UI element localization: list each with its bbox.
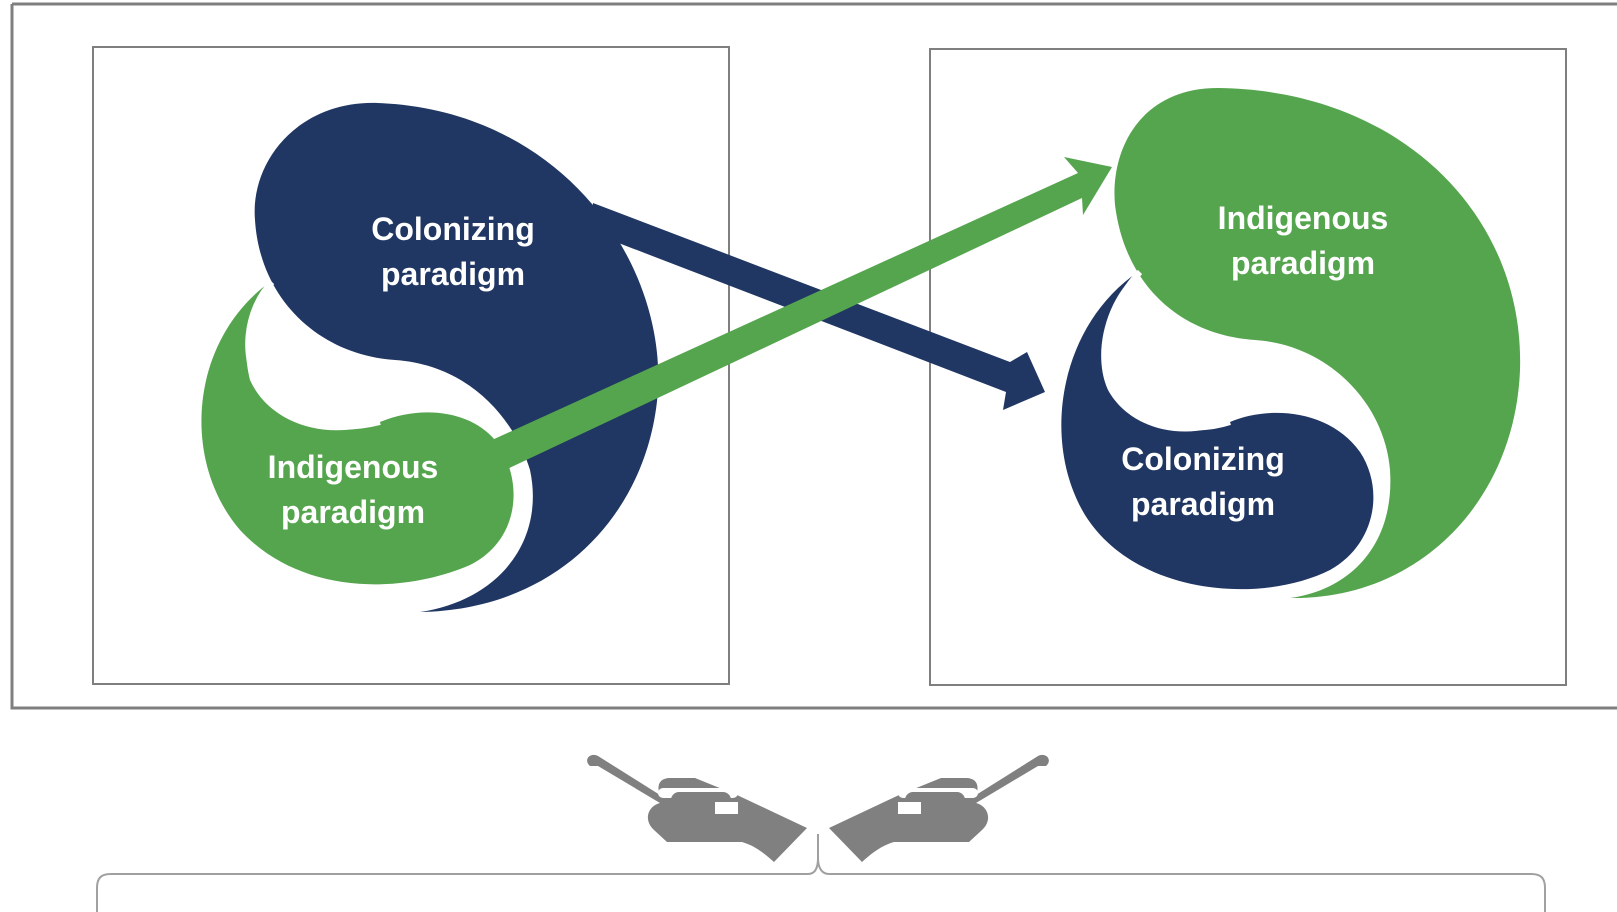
right-indigenous-shape <box>1114 88 1521 599</box>
outer-frame <box>10 2 1617 710</box>
left-bottom-label-line2: paradigm <box>281 494 425 530</box>
right-top-label-line2: paradigm <box>1231 245 1375 281</box>
right-panel: Indigenous paradigm Colonizing paradigm <box>1061 88 1521 599</box>
left-divider <box>245 279 381 430</box>
left-panel-box <box>92 46 730 685</box>
right-top-label-line1: Indigenous <box>1218 200 1389 236</box>
left-indigenous-shape <box>201 282 514 585</box>
left-colonizing-shape <box>254 102 659 612</box>
left-bottom-label-line1: Indigenous <box>268 449 439 485</box>
hands-icon <box>587 754 1049 862</box>
right-bottom-label-line1: Colonizing <box>1121 441 1285 477</box>
left-panel: Colonizing paradigm Indigenous paradigm <box>201 102 659 612</box>
brace-icon <box>96 834 1546 912</box>
green-arrow <box>492 157 1112 470</box>
left-top-label-line2: paradigm <box>381 256 525 292</box>
right-colonizing-shape <box>1061 272 1374 590</box>
right-panel-box <box>929 48 1567 686</box>
right-divider <box>1105 269 1231 431</box>
left-top-label-line1: Colonizing <box>371 211 535 247</box>
right-bottom-label-line2: paradigm <box>1131 486 1275 522</box>
